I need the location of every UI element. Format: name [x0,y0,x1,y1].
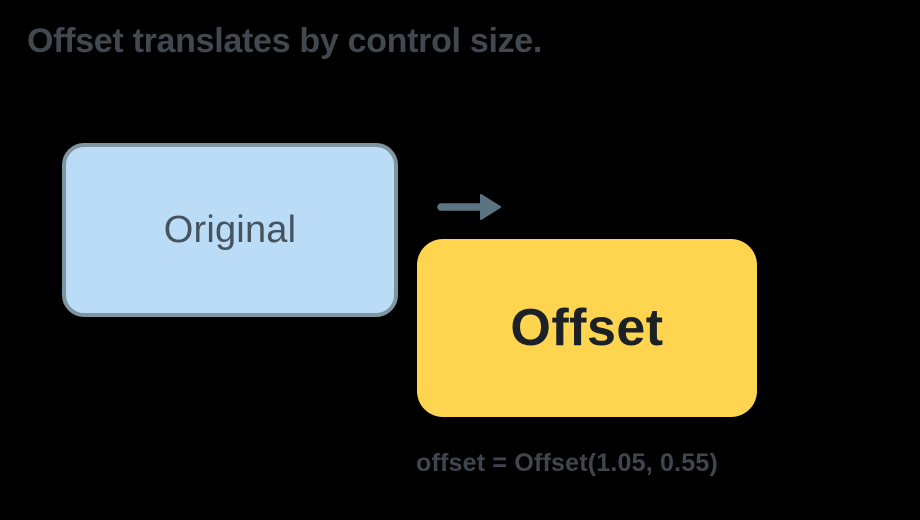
original-box-label: Original [163,208,297,251]
offset-code-caption: offset = Offset(1.05, 0.55) [415,449,719,477]
offset-box: Offset [417,239,757,417]
offset-box-label: Offset [510,299,664,357]
diagram-title: Offset translates by control size. [27,22,543,60]
original-box: Original [62,143,398,317]
arrow-right-icon [437,194,501,220]
